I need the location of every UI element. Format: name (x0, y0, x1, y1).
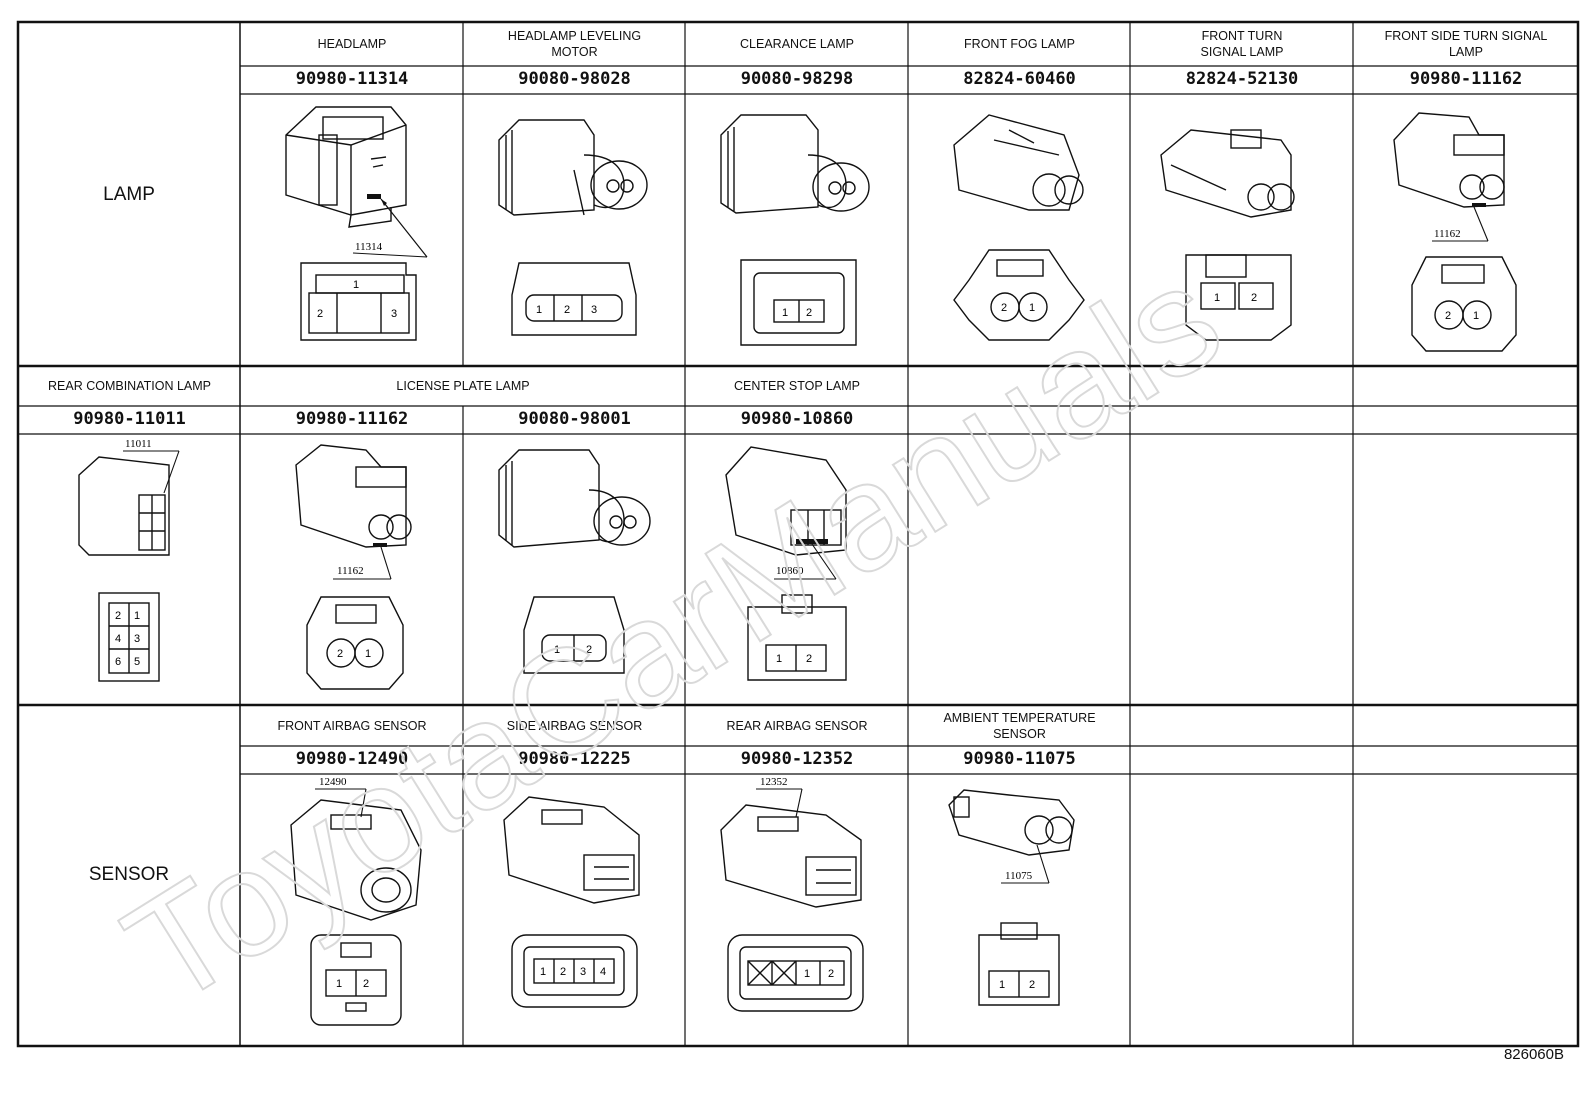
clearance-lamp-connector-drawing: 1 2 (686, 95, 908, 365)
part-number-side-airbag-sensor: 90980-12225 (518, 749, 631, 769)
rear-combo-pin-4: 4 (115, 633, 121, 645)
header-front-turn-signal-lamp: FRONT TURN SIGNAL LAMP (1200, 29, 1284, 59)
header-license-plate-lamp: LICENSE PLATE LAMP (396, 379, 530, 393)
license-plate-lamp-connector-1-drawing: 11162 2 1 (241, 435, 463, 704)
header-rear-combination-lamp: REAR COMBINATION LAMP (48, 379, 211, 393)
ambient-temp-pin-2: 2 (1029, 979, 1035, 991)
front-airbag-sensor-connector-drawing: 12490 1 2 (241, 775, 463, 1045)
side-airbag-pin-1: 1 (540, 966, 546, 978)
front-airbag-pin-1: 1 (336, 978, 342, 990)
headlamp-connector-drawing: 11314 1 2 3 (241, 95, 463, 365)
header-rear-airbag-sensor: REAR AIRBAG SENSOR (726, 718, 868, 733)
rear-combo-callout: 11011 (125, 438, 152, 450)
clearance-lamp-pin-2: 2 (806, 307, 812, 319)
headlamp-pin-1: 1 (353, 279, 359, 291)
part-number-front-side-turn-signal-lamp: 90980-11162 (1409, 69, 1523, 89)
ambient-temperature-sensor-connector-drawing: 11075 1 2 (909, 775, 1130, 1045)
fog-lamp-pin-2: 2 (1001, 302, 1007, 314)
rear-combination-lamp-connector-drawing: 11011 2 1 4 3 6 5 (19, 435, 240, 704)
part-number-license-plate-lamp-2: 90080-98001 (518, 409, 631, 429)
header-front-side-turn-signal-lamp: FRONT SIDE TURN SIGNAL LAMP (1384, 29, 1548, 59)
rear-combo-pin-2: 2 (115, 610, 121, 622)
leveling-motor-pin-2: 2 (564, 304, 570, 316)
side-turn-callout: 11162 (1434, 228, 1461, 240)
part-number-license-plate-lamp-1: 90980-11162 (295, 409, 409, 429)
part-number-clearance-lamp: 90080-98298 (740, 69, 854, 89)
part-number-front-fog-lamp: 82824-60460 (963, 69, 1076, 89)
front-turn-signal-lamp-connector-drawing: 1 2 (1131, 95, 1353, 365)
turn-signal-pin-2: 2 (1251, 292, 1257, 304)
part-number-rear-combination-lamp: 90980-11011 (73, 409, 186, 429)
leveling-motor-pin-1: 1 (536, 304, 542, 316)
side-airbag-pin-3: 3 (580, 966, 586, 978)
license-plate-lamp-connector-2-drawing: 1 2 (464, 435, 685, 704)
headlamp-leveling-motor-connector-drawing: 1 2 3 (464, 95, 685, 365)
center-stop-pin-1: 1 (776, 653, 782, 665)
side-turn-pin-1: 1 (1473, 310, 1479, 322)
part-number-headlamp-leveling-motor: 90080-98028 (518, 69, 631, 89)
part-number-rear-airbag-sensor: 90980-12352 (740, 749, 854, 769)
headlamp-callout: 11314 (355, 241, 383, 253)
figure-code: 826060B (1503, 1046, 1564, 1063)
license-lamp2-pin-2: 2 (586, 644, 592, 656)
part-number-front-airbag-sensor: 90980-12490 (295, 749, 409, 769)
side-turn-pin-2: 2 (1445, 310, 1451, 322)
part-number-front-turn-signal-lamp: 82824-52130 (1185, 69, 1299, 89)
front-airbag-pin-2: 2 (363, 978, 369, 990)
turn-signal-pin-1: 1 (1214, 292, 1220, 304)
license-lamp2-pin-1: 1 (554, 644, 560, 656)
side-airbag-pin-4: 4 (600, 966, 606, 978)
header-clearance-lamp: CLEARANCE LAMP (740, 37, 854, 51)
side-airbag-sensor-connector-drawing: 1 2 3 4 (464, 775, 685, 1045)
rear-airbag-pin-2: 2 (828, 968, 834, 980)
rear-combo-pin-6: 6 (115, 656, 121, 668)
license-lamp-callout: 11162 (337, 565, 364, 577)
rear-combo-pin-1: 1 (134, 610, 140, 622)
header-headlamp: HEADLAMP (317, 37, 387, 51)
part-number-center-stop-lamp: 90980-10860 (740, 409, 854, 429)
part-number-headlamp: 90980-11314 (295, 69, 409, 89)
rear-airbag-pin-1: 1 (804, 968, 810, 980)
header-front-fog-lamp: FRONT FOG LAMP (964, 37, 1075, 51)
center-stop-pin-2: 2 (806, 653, 812, 665)
fog-lamp-pin-1: 1 (1029, 302, 1035, 314)
headlamp-pin-2: 2 (317, 308, 323, 320)
rear-airbag-callout: 12352 (760, 776, 788, 788)
rear-airbag-sensor-connector-drawing: 12352 1 2 (686, 775, 908, 1045)
center-stop-callout: 10860 (776, 565, 804, 577)
headlamp-pin-3: 3 (391, 308, 397, 320)
header-side-airbag-sensor: SIDE AIRBAG SENSOR (506, 718, 643, 733)
ambient-temp-pin-1: 1 (999, 979, 1005, 991)
ambient-temp-callout: 11075 (1005, 870, 1033, 882)
part-number-ambient-temperature-sensor: 90980-11075 (963, 749, 1076, 769)
license-lamp-pin-1: 1 (365, 648, 371, 660)
front-airbag-callout: 12490 (319, 776, 347, 788)
header-front-airbag-sensor: FRONT AIRBAG SENSOR (277, 718, 427, 733)
clearance-lamp-pin-1: 1 (782, 307, 788, 319)
header-center-stop-lamp: CENTER STOP LAMP (734, 379, 860, 393)
section-label-sensor: SENSOR (88, 864, 170, 885)
center-stop-lamp-connector-drawing: 10860 1 2 (686, 435, 908, 704)
header-headlamp-leveling-motor: HEADLAMP LEVELING MOTOR (507, 29, 642, 59)
front-side-turn-signal-lamp-connector-drawing: 11162 2 1 (1354, 95, 1578, 365)
front-fog-lamp-connector-drawing: 2 1 (909, 95, 1130, 365)
header-ambient-temperature-sensor: AMBIENT TEMPERATURE SENSOR (943, 710, 1096, 741)
rear-combo-pin-3: 3 (134, 633, 140, 645)
rear-combo-pin-5: 5 (134, 656, 140, 668)
side-airbag-pin-2: 2 (560, 966, 566, 978)
license-lamp-pin-2: 2 (337, 648, 343, 660)
section-label-lamp: LAMP (103, 184, 155, 205)
leveling-motor-pin-3: 3 (591, 304, 597, 316)
